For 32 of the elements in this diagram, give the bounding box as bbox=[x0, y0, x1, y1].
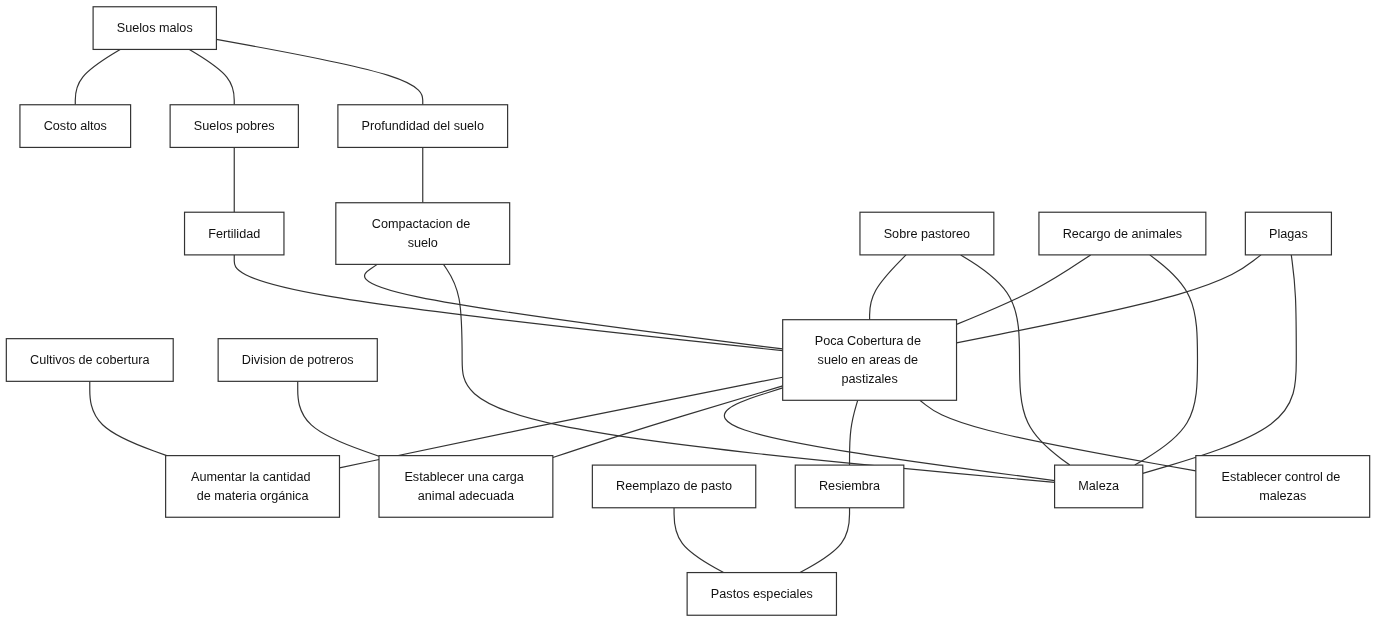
node-box: Fertilidad bbox=[183, 211, 285, 256]
node-box: Plagas bbox=[1244, 211, 1333, 256]
connector bbox=[188, 48, 235, 106]
node-box: Establecer control de malezas bbox=[1195, 455, 1371, 518]
node-box: Poca Cobertura de suelo en areas de pastizales bbox=[782, 319, 958, 401]
connector bbox=[1142, 254, 1297, 474]
node-box: Maleza bbox=[1054, 464, 1144, 509]
node-box: Recargo de animales bbox=[1038, 211, 1207, 256]
node-box: Establecer una carga animal adecuada bbox=[378, 455, 554, 518]
node-box: Cultivos de cobertura bbox=[5, 338, 174, 382]
node-box: Sobre pastoreo bbox=[859, 211, 995, 256]
connector bbox=[960, 254, 1071, 466]
node-box: Profundidad del suelo bbox=[337, 104, 509, 148]
node-box: Compactacion de suelo bbox=[335, 202, 511, 265]
connector bbox=[799, 507, 851, 574]
connector bbox=[74, 48, 121, 106]
connector bbox=[1134, 254, 1199, 466]
connector bbox=[297, 380, 380, 457]
node-box: Aumentar la cantidad de materia orgánica bbox=[165, 455, 341, 518]
connector bbox=[422, 146, 424, 204]
node-box: Suelos pobres bbox=[169, 104, 299, 148]
node-box: Pastos especiales bbox=[686, 571, 838, 616]
node-box: Resiembra bbox=[794, 464, 905, 509]
node-box: Division de potreros bbox=[217, 338, 378, 382]
node-box: Suelos malos bbox=[92, 6, 217, 51]
node-box: Costo altos bbox=[19, 104, 132, 148]
connector bbox=[89, 380, 168, 457]
connector bbox=[848, 399, 859, 466]
connector bbox=[869, 254, 907, 321]
connector bbox=[233, 146, 235, 213]
connector bbox=[673, 507, 725, 574]
node-box: Reemplazo de pasto bbox=[591, 464, 757, 509]
